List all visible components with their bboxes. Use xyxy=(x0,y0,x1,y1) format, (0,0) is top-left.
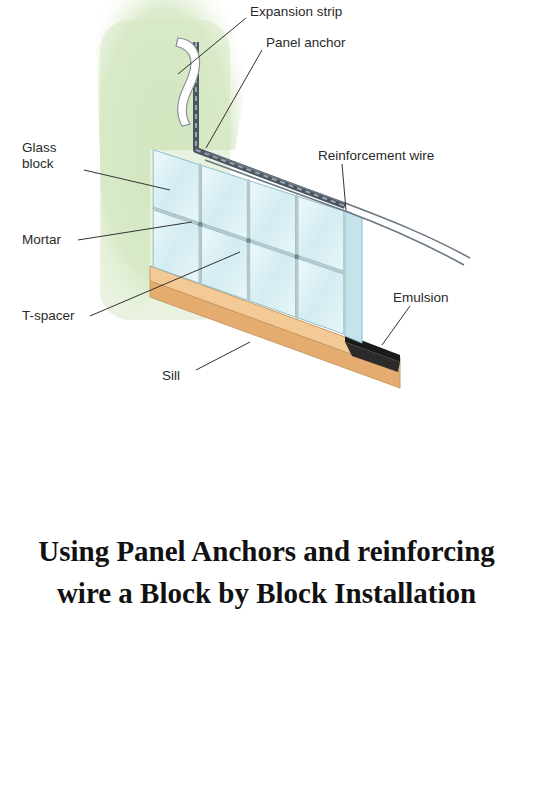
mortar-joint xyxy=(152,208,345,273)
reinforcement-wire xyxy=(205,160,464,265)
t-spacer xyxy=(246,238,251,243)
part-label: Panel anchor xyxy=(266,35,346,51)
leader-line xyxy=(84,170,170,190)
part-label: Glass block xyxy=(22,140,84,171)
part-label: Reinforcement wire xyxy=(318,148,434,164)
leader-line xyxy=(78,222,192,240)
leader-lines xyxy=(78,18,410,370)
part-label: T-spacer xyxy=(22,308,75,324)
t-spacer xyxy=(294,254,299,259)
leader-line xyxy=(342,164,346,210)
reinforcement-wire xyxy=(205,152,470,258)
leader-line xyxy=(382,306,410,345)
leader-line xyxy=(196,342,250,370)
emulsion-strip-edge xyxy=(345,342,400,372)
expansion-strip xyxy=(176,38,200,126)
part-label: Expansion strip xyxy=(250,4,342,20)
panel-anchor-holes xyxy=(196,42,345,206)
part-label: Emulsion xyxy=(393,290,449,306)
glass-block-side xyxy=(345,210,362,343)
leader-line xyxy=(178,18,246,74)
part-label: Mortar xyxy=(22,232,61,248)
part-label: Sill xyxy=(162,368,180,384)
leader-line xyxy=(90,252,240,316)
leader-line xyxy=(206,50,262,148)
panel-anchor xyxy=(196,42,345,206)
caption: Using Panel Anchors and reinforcing wire… xyxy=(30,530,503,614)
t-spacer xyxy=(198,222,203,227)
